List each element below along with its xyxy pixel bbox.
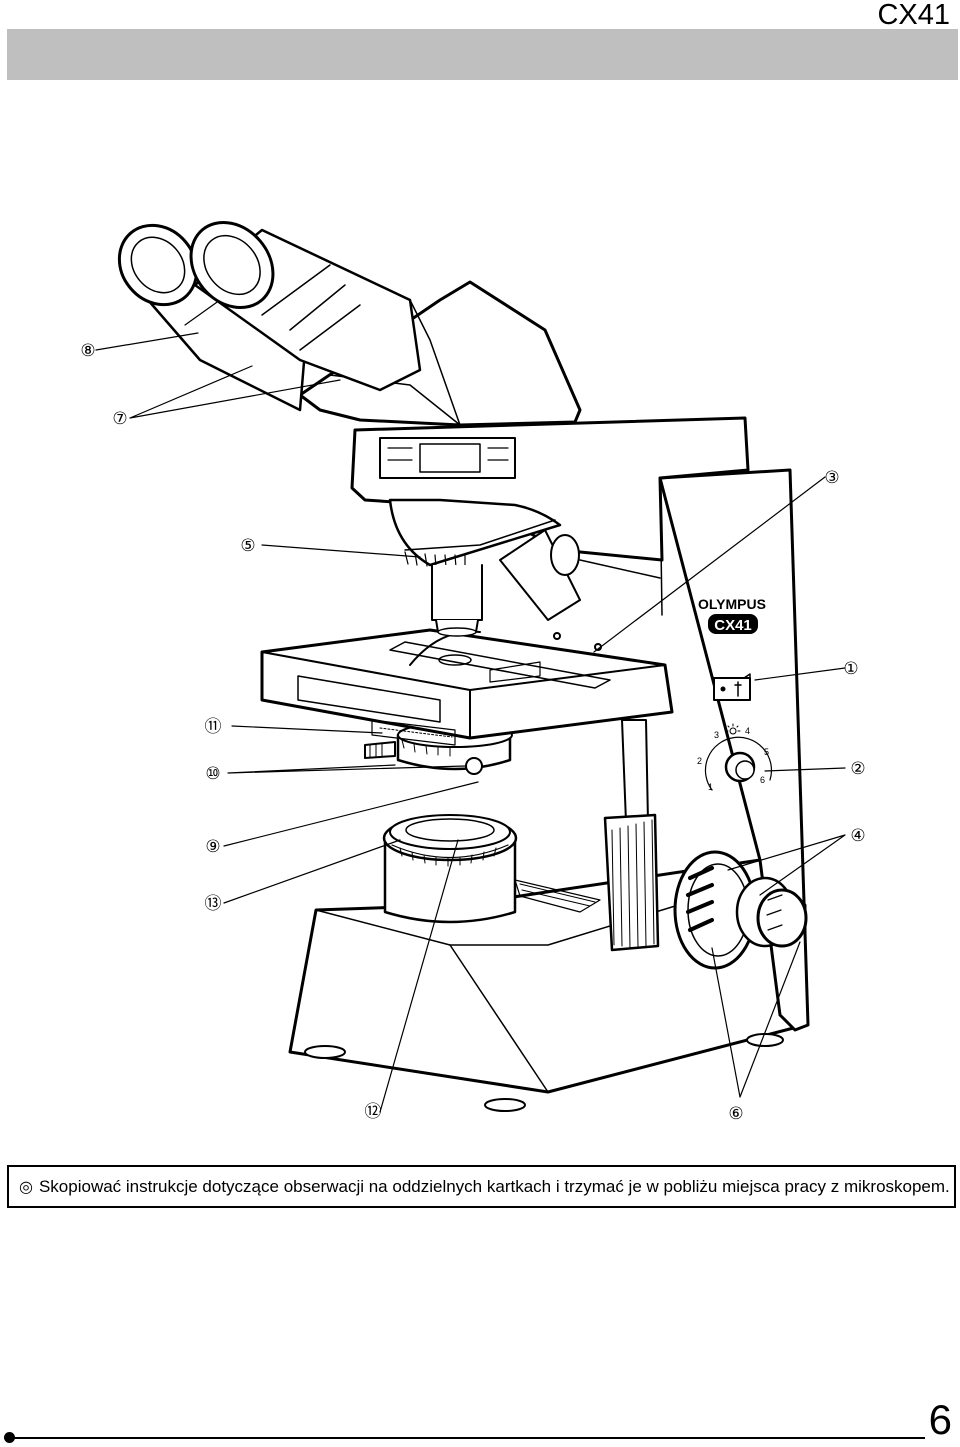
callout-9: ⑨ [205, 837, 220, 857]
svg-text:5: 5 [764, 747, 769, 757]
binocular-head [298, 280, 582, 427]
observation-tube-clamp [379, 437, 516, 479]
model-title: CX41 [877, 0, 950, 31]
svg-text:OLYMPUS: OLYMPUS [698, 596, 766, 612]
light-bulb-icon [725, 723, 741, 735]
eyepiece-right [189, 220, 422, 392]
callout-1: ① [843, 659, 858, 679]
svg-text:1: 1 [708, 782, 713, 792]
focus-knobs [673, 850, 808, 970]
callout-11: ⑪ [205, 717, 222, 737]
callout-8: ⑧ [80, 341, 95, 361]
callout-10: ⑩ [205, 764, 220, 784]
power-switch [713, 673, 751, 701]
callout-2: ② [850, 759, 865, 779]
header-bar [7, 29, 958, 80]
svg-text:CX41: CX41 [714, 617, 752, 634]
footer-rule [12, 1437, 925, 1439]
stage [260, 628, 674, 746]
note-box: ◎ Skopiować instrukcje dotyczące obserwa… [7, 1165, 956, 1208]
svg-text:3: 3 [714, 730, 719, 740]
double-circle-icon: ◎ [19, 1177, 33, 1196]
nosepiece [388, 498, 581, 637]
callout-6: ⑥ [728, 1104, 743, 1124]
callout-3: ③ [824, 468, 839, 488]
callout-4: ④ [850, 826, 865, 846]
light-intensity-dial: 1 2 3 4 5 6 [697, 723, 773, 792]
page-number: 6 [928, 1396, 952, 1443]
microscope-illustration: OLYMPUS CX41 1 2 3 4 5 6 [80, 220, 866, 1124]
svg-text:6: 6 [760, 775, 765, 785]
footer-bullet [4, 1432, 15, 1443]
callout-leaders [95, 332, 846, 1113]
svg-text:2: 2 [697, 756, 702, 766]
condenser-rod [603, 719, 660, 952]
svg-text:4: 4 [745, 726, 750, 736]
callout-7: ⑦ [112, 409, 127, 429]
callout-12: ⑫ [365, 1102, 382, 1122]
field-lens [382, 814, 518, 924]
note-text: Skopiować instrukcje dotyczące obserwacj… [38, 1176, 950, 1196]
callout-13: ⑬ [205, 894, 222, 914]
callout-5: ⑤ [240, 536, 255, 556]
olympus-logo: OLYMPUS CX41 [698, 596, 766, 634]
